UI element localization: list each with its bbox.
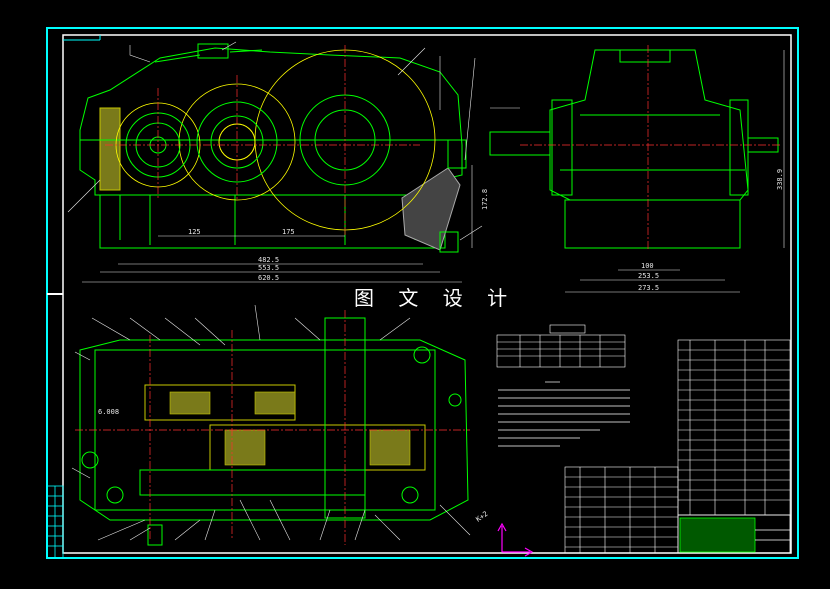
watermark-text: 图 文 设 计 xyxy=(354,286,517,310)
dim-273-5: 273.5 xyxy=(638,284,659,292)
title-block xyxy=(677,514,791,554)
dim-620-5: 620.5 xyxy=(258,274,279,282)
dim-100: 100 xyxy=(641,262,654,270)
spec-table-small xyxy=(496,324,626,368)
sheet-frame xyxy=(46,27,799,559)
dim-482-5: 482.5 xyxy=(258,256,279,264)
dim-553-5: 553.5 xyxy=(258,264,279,272)
parts-list-table-lower xyxy=(564,466,679,554)
ucs-axis-icon xyxy=(497,522,534,557)
dim-175: 175 xyxy=(282,228,295,236)
label-6-008: 6.008 xyxy=(98,408,119,416)
notes-block xyxy=(498,381,630,447)
parts-list-table xyxy=(677,339,791,516)
dim-338-9: 338.9 xyxy=(776,169,784,190)
side-view: 100 253.5 273.5 338.9 xyxy=(489,45,785,293)
front-view: 125 175 482.5 553.5 620.5 172.8 xyxy=(67,41,520,283)
revision-strip xyxy=(46,485,64,559)
dim-172-8: 172.8 xyxy=(481,189,489,210)
dim-253-5: 253.5 xyxy=(638,272,659,280)
top-view: 6.008 K+2 xyxy=(71,304,490,546)
dim-125: 125 xyxy=(188,228,201,236)
